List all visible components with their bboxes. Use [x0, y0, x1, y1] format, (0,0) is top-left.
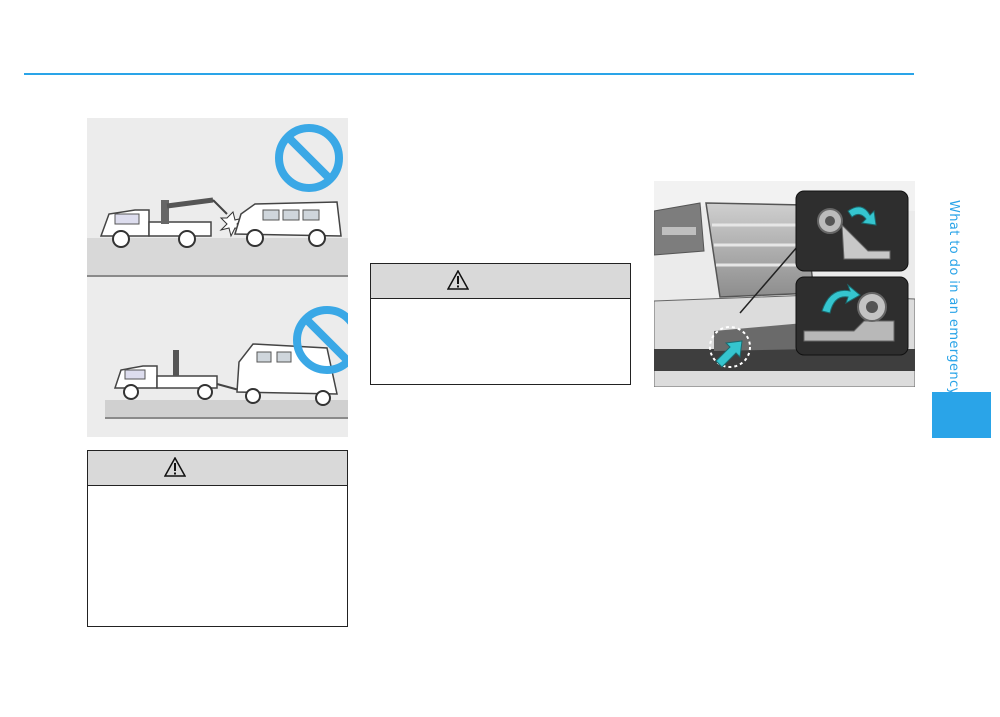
prohibited-towing-illustration	[87, 118, 348, 437]
prohibited-sign-icon	[275, 124, 343, 192]
prohibited-sign-icon-2	[293, 306, 348, 374]
section-label: What to do in an emergency	[946, 200, 961, 396]
section-tab	[932, 392, 991, 438]
warning-box-2	[370, 263, 631, 385]
header-rule	[24, 73, 914, 75]
warning-triangle-icon	[163, 456, 187, 482]
press-arrow-icon	[715, 340, 743, 368]
warning-header	[88, 451, 347, 486]
warning-box	[87, 450, 348, 627]
warning-header-2	[371, 264, 630, 299]
prohibited-towing-figure	[87, 118, 348, 437]
towing-hook-installation-illustration	[654, 181, 915, 387]
towing-hook-figure	[654, 181, 915, 387]
warning-triangle-icon-2	[446, 269, 470, 295]
